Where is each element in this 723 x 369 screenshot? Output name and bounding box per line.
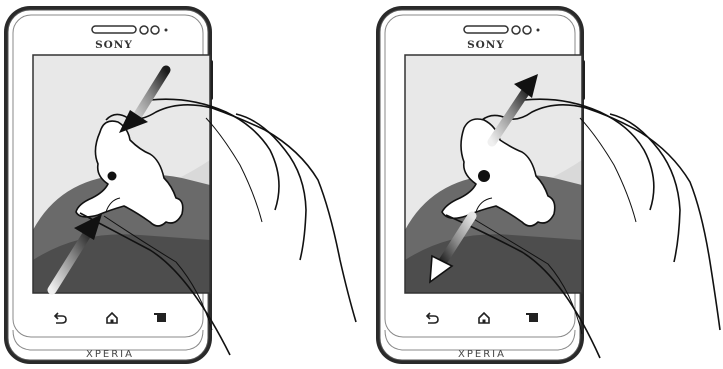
phone-panel-pinch-out: SONY xyxy=(372,0,723,369)
phone-panel-pinch-in: SONY xyxy=(0,0,361,369)
brand-logo-top: SONY xyxy=(95,39,133,51)
phone-illustration-right: SONY xyxy=(372,0,723,369)
phone-illustration-left: SONY xyxy=(0,0,361,369)
brand-logo-bottom: XPERIA xyxy=(458,349,506,360)
brand-logo-bottom: XPERIA xyxy=(86,349,134,360)
brand-logo-top: SONY xyxy=(467,39,505,51)
